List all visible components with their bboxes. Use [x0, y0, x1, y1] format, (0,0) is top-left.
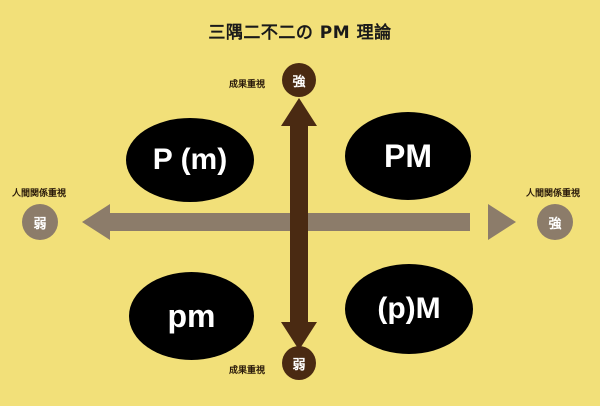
vertical-arrow [281, 98, 317, 350]
bottom-axis-label: 成果重視 [229, 366, 266, 376]
top-strong-node: 強 [282, 63, 316, 97]
quadrant-bottom-left: pm [129, 272, 254, 360]
left-weak-node: 弱 [22, 204, 58, 240]
right-axis-label: 人間関係重視 [526, 189, 581, 199]
right-node-label: 強 [548, 216, 562, 232]
left-axis-label: 人間関係重視 [12, 189, 67, 199]
top-axis-label: 成果重視 [229, 80, 266, 90]
diagram-title: 三隅二不二の PM 理論 [208, 23, 392, 43]
quadrant-top-right-label: PM [384, 137, 432, 174]
quadrant-top-left-label: P (m) [152, 143, 228, 176]
quadrant-bottom-right-label: (p)M [377, 292, 441, 325]
quadrant-top-right: PM [345, 112, 471, 200]
left-node-label: 弱 [33, 216, 47, 232]
bottom-weak-node: 弱 [282, 346, 316, 380]
quadrant-bottom-right: (p)M [345, 264, 473, 354]
bottom-node-label: 弱 [292, 357, 306, 373]
quadrant-bottom-left-label: pm [167, 297, 216, 334]
right-strong-node: 強 [537, 204, 573, 240]
horizontal-arrow [82, 204, 516, 240]
top-node-label: 強 [292, 74, 306, 90]
quadrant-top-left: P (m) [126, 118, 254, 202]
